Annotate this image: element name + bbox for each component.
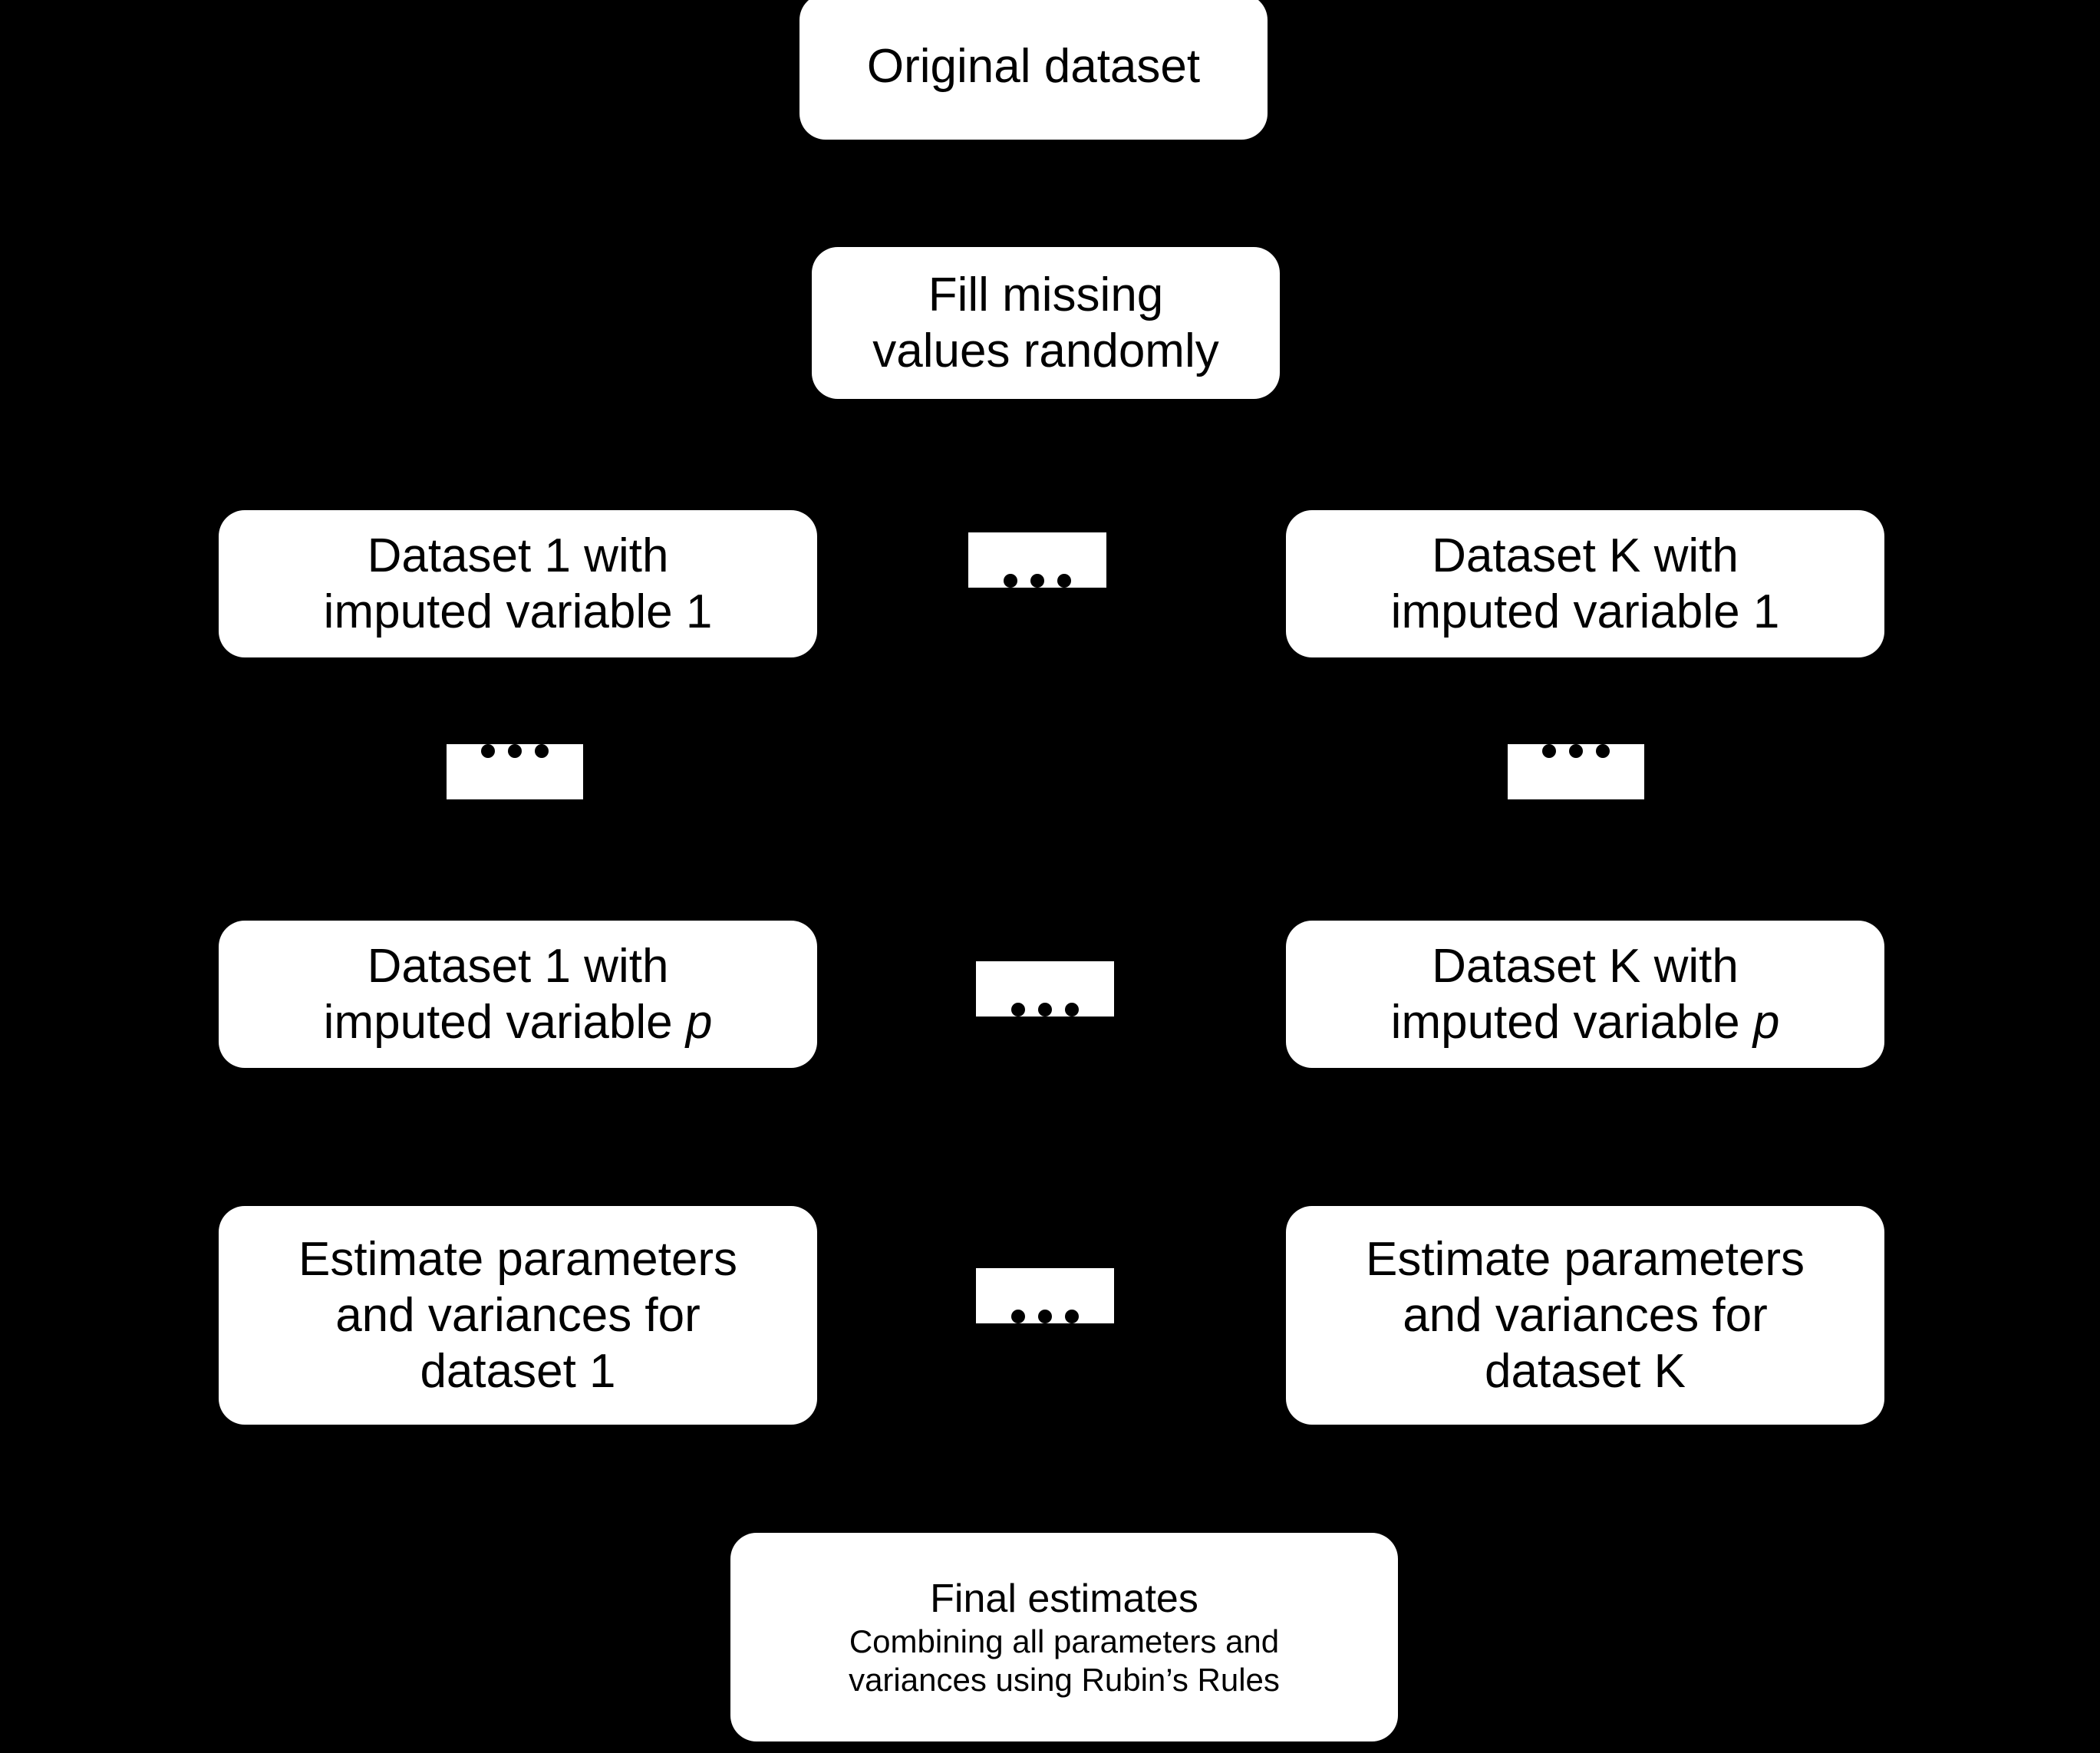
node-estimate-dataset-1-line1: Estimate parameters [298, 1232, 737, 1286]
node-estimate-dataset-1[interactable]: Estimate parameters and variances for da… [219, 1206, 817, 1425]
connector-original-to-fill [1050, 138, 1053, 230]
connector-left-estimate-to-final [513, 1423, 516, 1533]
node-original-dataset-line1: Original dataset [866, 40, 1201, 94]
node-final-estimates-line2: variances using Rubin’s Rules [849, 1661, 1280, 1698]
node-fill-missing-line1: Fill missing [928, 268, 1164, 321]
node-original-dataset[interactable]: Original dataset [799, 0, 1268, 140]
ellipsis-dots [1004, 574, 1071, 588]
node-estimate-dataset-1-line2: and variances for [335, 1288, 701, 1342]
node-dataset-1-variable-p-line1: Dataset 1 with [367, 939, 669, 993]
node-dataset-1-variable-1-line2: imputed variable 1 [323, 585, 713, 638]
connector-right-estimate-to-final [1574, 1423, 1578, 1533]
connector-left-dots-to-varp [513, 799, 516, 911]
connector-left-varp-to-estimate [513, 1070, 516, 1208]
ellipsis-column-left [447, 744, 583, 799]
connector-right-varp-to-estimate [1574, 1070, 1578, 1208]
connector-left-var1-to-dots [513, 656, 516, 744]
node-estimate-dataset-k-line1: Estimate parameters [1366, 1232, 1805, 1286]
ellipsis-column-right [1508, 744, 1644, 799]
node-final-estimates-line1: Combining all parameters and [849, 1623, 1280, 1660]
ellipsis-dots [1011, 1310, 1079, 1323]
node-dataset-1-variable-1-line1: Dataset 1 with [367, 529, 669, 582]
node-estimate-dataset-k[interactable]: Estimate parameters and variances for da… [1286, 1206, 1884, 1425]
node-dataset-k-variable-p-line1: Dataset K with [1432, 939, 1739, 993]
ellipsis-row-variable-1 [968, 532, 1106, 588]
node-dataset-1-variable-1[interactable]: Dataset 1 with imputed variable 1 [219, 510, 817, 657]
node-dataset-k-variable-p-line2: imputed variable p [1390, 996, 1780, 1049]
node-estimate-dataset-k-line3: dataset K [1485, 1345, 1686, 1399]
ellipsis-row-variable-p [976, 961, 1114, 1017]
node-final-estimates[interactable]: Final estimates Combining all parameters… [730, 1533, 1398, 1741]
node-fill-missing-values[interactable]: Fill missing values randomly [812, 247, 1280, 399]
node-dataset-k-variable-1-line1: Dataset K with [1432, 529, 1739, 582]
node-dataset-k-variable-1-line2: imputed variable 1 [1390, 585, 1780, 638]
ellipsis-row-estimate [976, 1268, 1114, 1323]
node-dataset-k-variable-p[interactable]: Dataset K with imputed variable p [1286, 921, 1884, 1068]
node-fill-missing-line2: values randomly [872, 325, 1219, 377]
ellipsis-dots [481, 744, 549, 758]
connector-right-dots-to-varp [1574, 799, 1578, 911]
ellipsis-dots [1011, 1003, 1079, 1017]
node-final-estimates-title: Final estimates [930, 1576, 1198, 1621]
node-dataset-k-variable-1[interactable]: Dataset K with imputed variable 1 [1286, 510, 1884, 657]
node-dataset-1-variable-p[interactable]: Dataset 1 with imputed variable p [219, 921, 817, 1068]
ellipsis-dots [1542, 744, 1610, 758]
node-dataset-1-variable-p-line2: imputed variable p [323, 996, 713, 1049]
connector-right-var1-to-dots [1574, 656, 1578, 744]
node-estimate-dataset-1-line3: dataset 1 [420, 1345, 616, 1399]
node-estimate-dataset-k-line2: and variances for [1403, 1288, 1768, 1342]
